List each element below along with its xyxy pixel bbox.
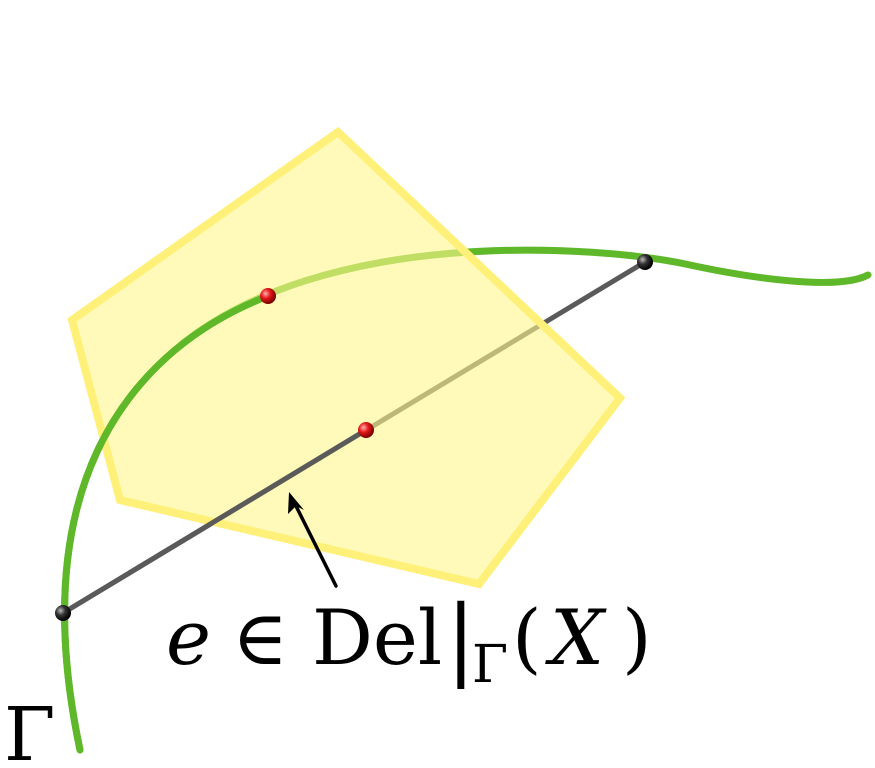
label-e: e bbox=[166, 593, 211, 682]
label-del: Del bbox=[312, 593, 442, 682]
voronoi-cell-pentagon bbox=[67, 126, 626, 589]
label-close-paren: ) bbox=[622, 593, 652, 682]
edge-formula-label: e ∈ Del | Γ ( X ) bbox=[166, 586, 652, 700]
edge-endpoint-right bbox=[637, 254, 653, 270]
label-set-x: X bbox=[545, 593, 607, 682]
edge-e-front bbox=[60, 427, 369, 616]
curve-gamma-front bbox=[61, 292, 272, 754]
label-subscript-gamma: Γ bbox=[472, 635, 508, 695]
edge-intersection-point bbox=[358, 422, 374, 438]
label-open-paren: ( bbox=[512, 593, 542, 682]
label-arrow-shaft bbox=[294, 504, 338, 588]
edge-endpoint-left bbox=[55, 605, 71, 621]
curve-intersection-point bbox=[260, 288, 276, 304]
label-restriction-bar: | bbox=[446, 586, 476, 689]
curve-name-label: Γ bbox=[4, 692, 55, 768]
label-arrow-head bbox=[288, 492, 304, 514]
label-member-of: ∈ bbox=[232, 593, 288, 682]
